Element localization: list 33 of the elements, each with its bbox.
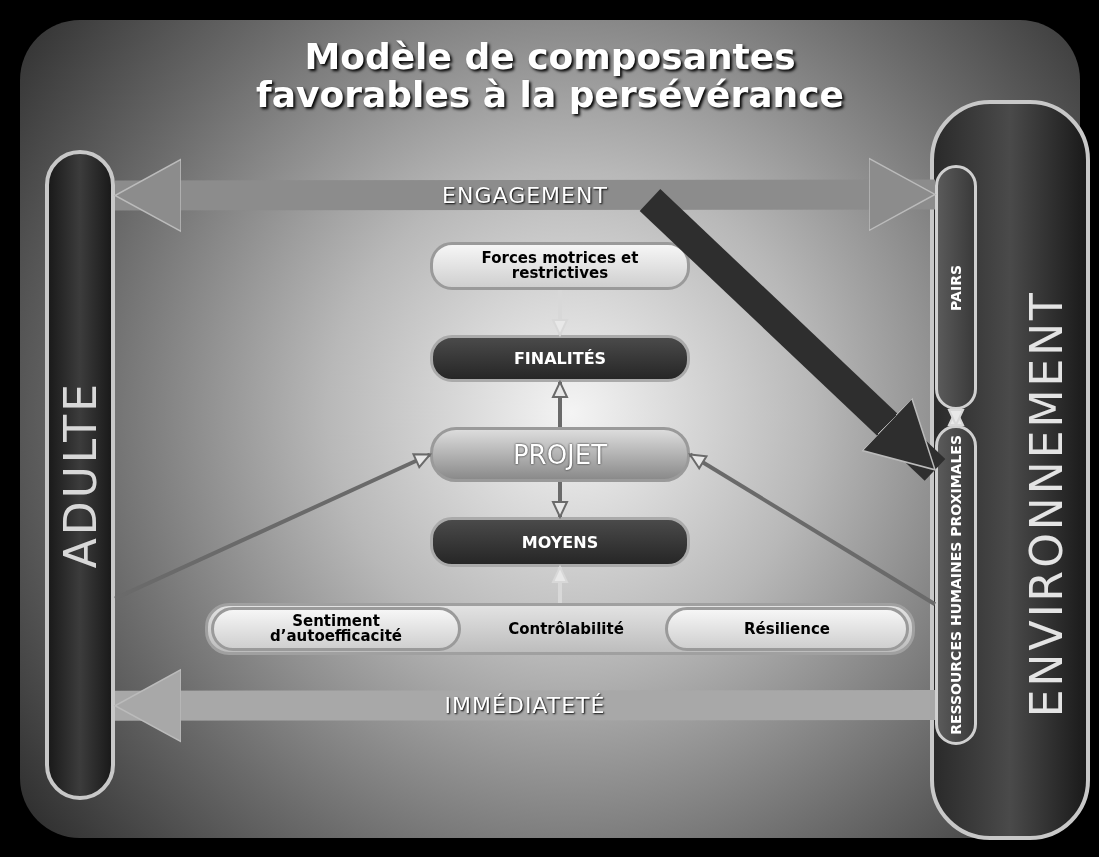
block-arrow [114,668,935,743]
environment-bar [930,100,1090,840]
arrow [552,381,568,427]
resource-pill [935,425,977,745]
node-label: Résilience [743,621,831,637]
node-label: ENVIRONNEMENT [1021,290,1072,718]
arrow [948,409,964,426]
arrow [552,566,568,603]
stage-pill [430,335,690,382]
node-label: ADULTE [54,381,106,569]
component-pill [665,607,909,651]
node-label: Contrôlabilité [507,620,625,638]
node-label: MOYENS [521,532,599,552]
project-pill [430,427,690,482]
diagram-title: Modèle de composantes favorables à la persévérance [255,38,845,114]
arrow [114,452,431,601]
node-label: PAIRS [948,264,964,311]
node-label: PROJET [512,439,608,470]
factor-strip [205,603,915,655]
node-label: Forces motrices et restrictives [480,251,640,281]
block-arrow [114,157,936,233]
node-label: Sentiment d’autoefficacité [269,614,403,644]
arrow [552,482,568,518]
component-pill [211,607,461,651]
arrow [688,452,937,606]
resource-pill [935,165,977,410]
edge-label: IMMÉDIATETÉ [444,692,606,718]
component-pill [430,242,690,290]
node-label: RESSOURCES HUMAINES PROXIMALES [948,435,964,735]
block-arrow [639,189,946,481]
stage-pill [430,517,690,567]
edge-label: ENGAGEMENT [442,182,608,208]
node-label: FINALITÉS [513,349,607,368]
